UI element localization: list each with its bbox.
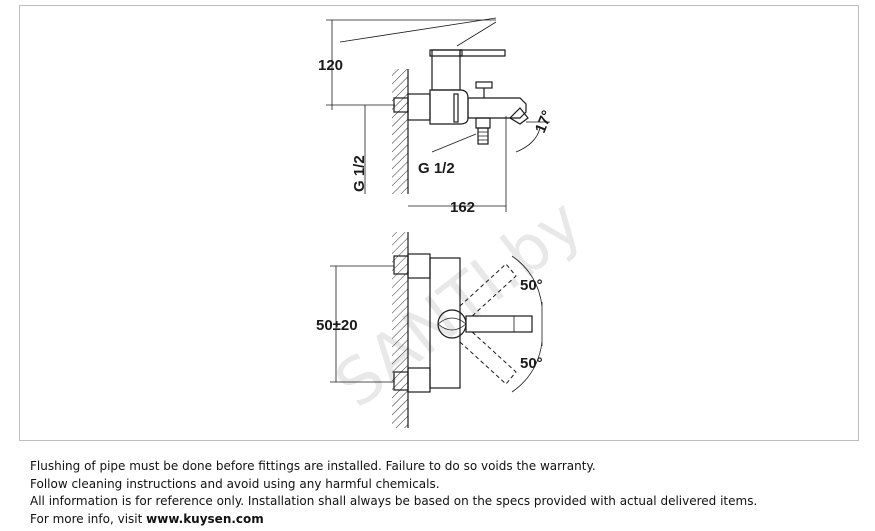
dim-center-distance: 50±20 xyxy=(316,317,358,334)
note-line-3: All information is for reference only. I… xyxy=(30,494,758,508)
wall-hatch-top xyxy=(392,69,408,194)
note-line-4: For more info, visit www.kuysen.com xyxy=(30,511,860,529)
watermark-text: SANTI.by xyxy=(322,186,596,423)
dim-spout-angle: 17° xyxy=(532,108,556,135)
dim-outlet-thread: G 1/2 xyxy=(418,160,455,177)
dim-length: 162 xyxy=(450,199,475,216)
website-link[interactable]: www.kuysen.com xyxy=(146,511,264,526)
note-line-1: Flushing of pipe must be done before fit… xyxy=(30,459,596,473)
side-view-drawing: 120 G 1/2 G 1/2 162 17° xyxy=(318,17,556,216)
note-line-4-prefix: For more info, visit xyxy=(30,511,147,526)
front-view-drawing: 50±20 50° 50° xyxy=(316,232,543,428)
wall-hatch-bottom xyxy=(392,232,408,428)
dim-lever-angle-up: 50° xyxy=(520,277,543,294)
dim-lever-angle-down: 50° xyxy=(520,355,543,372)
installation-notes: Flushing of pipe must be done before fit… xyxy=(30,458,860,528)
technical-drawing: SANTI.by xyxy=(316,17,596,428)
dim-height-top: 120 xyxy=(318,57,343,74)
dim-inlet-thread: G 1/2 xyxy=(351,155,368,192)
drawing-frame: SANTI.by xyxy=(19,5,859,441)
note-line-2: Follow cleaning instructions and avoid u… xyxy=(30,476,440,491)
